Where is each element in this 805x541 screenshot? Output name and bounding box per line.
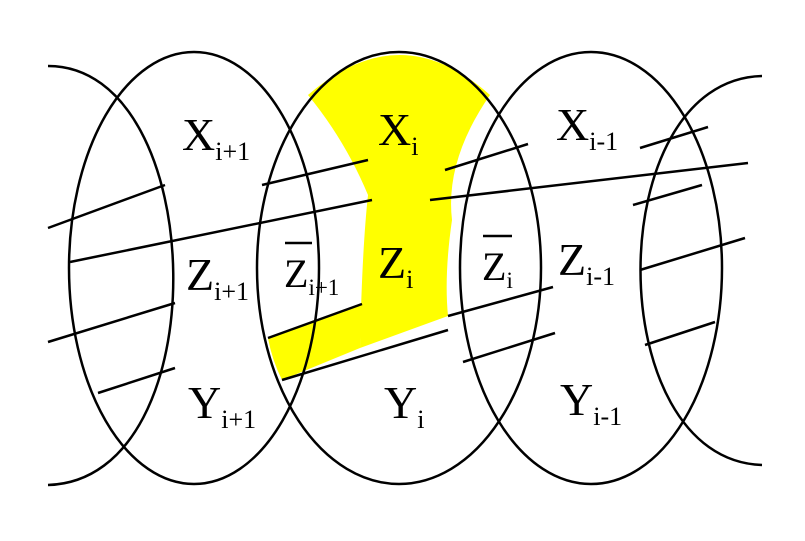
ellipse-i-plus-1 [255, 50, 543, 486]
label-x-i: Xi [378, 104, 418, 161]
label-y-i: Yi [384, 377, 424, 434]
band-line-7 [632, 183, 703, 207]
band-line-10 [447, 285, 554, 318]
label-y-i-minus-1: Yi-1 [560, 374, 622, 431]
label-z-i-minus-1: Zi-1 [558, 234, 615, 291]
label-zbar-i-plus-1: Zi+1 [284, 241, 339, 300]
label-z-i: Zi [378, 237, 413, 294]
band-line-5 [69, 198, 373, 264]
band-line-11 [639, 236, 746, 272]
right-partial-ellipse [639, 74, 763, 467]
band-line-8 [47, 301, 176, 344]
band-line-14 [462, 331, 556, 364]
svg-text:Zi: Zi [482, 244, 513, 293]
svg-text:Zi+1: Zi+1 [284, 251, 339, 300]
band-line-2 [261, 158, 369, 187]
band-line-3 [444, 142, 529, 172]
left-partial-ellipse [47, 64, 175, 487]
ellipse-i-plus-2 [67, 50, 321, 486]
band-line-13 [281, 328, 449, 382]
band-line-12 [97, 366, 176, 395]
band-line-6 [429, 161, 749, 202]
band-line-15 [644, 320, 716, 347]
label-y-i-plus-1: Yi+1 [188, 377, 256, 434]
label-z-i-plus-1: Zi+1 [186, 249, 249, 306]
label-zbar-i: Zi [482, 234, 513, 293]
label-x-i-minus-1: Xi-1 [556, 99, 618, 156]
band-line-1 [47, 183, 166, 230]
band-line-4 [639, 125, 709, 150]
ellipse-i [458, 50, 724, 486]
label-x-i-plus-1: Xi+1 [182, 109, 250, 166]
highlight-region-center [308, 55, 490, 348]
highlight-region-lower [268, 304, 362, 380]
band-line-9 [267, 302, 363, 340]
